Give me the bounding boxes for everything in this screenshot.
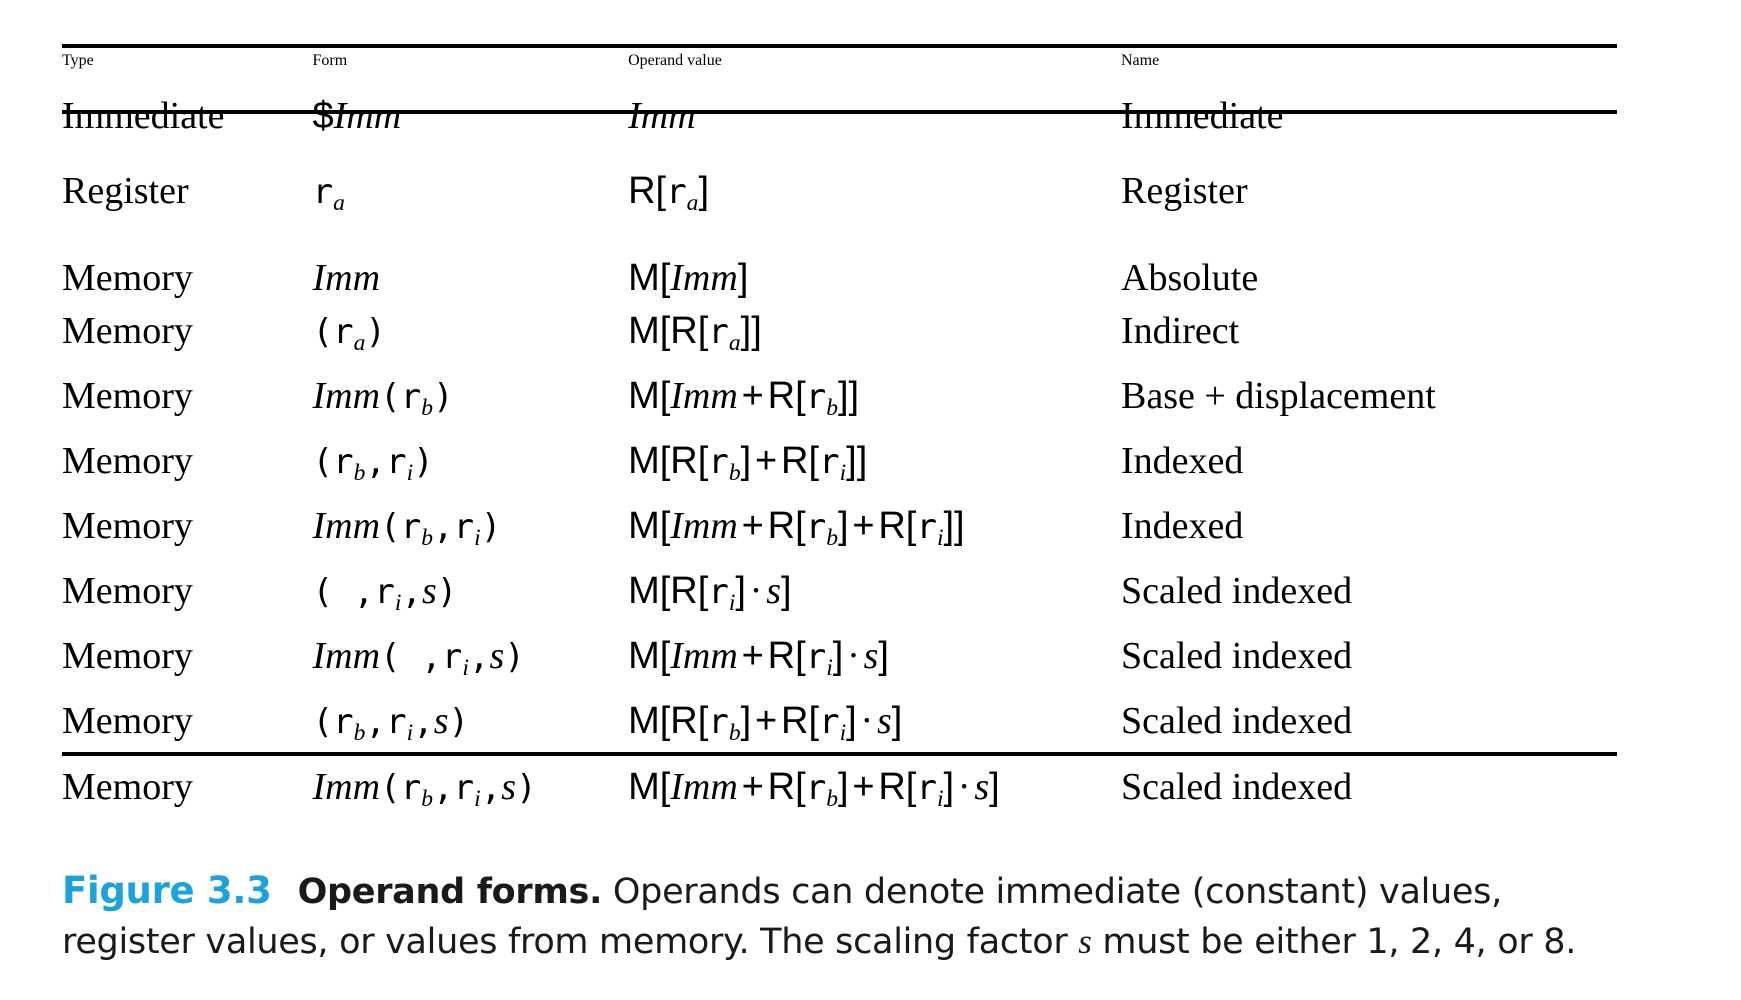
table-bottom-rule [62, 752, 1617, 756]
table-row: Memory (rb,ri,s) M[R[rb]+R[ri]·s] Scaled… [62, 695, 1622, 760]
cell-form: Imm [312, 257, 381, 300]
cell-type: Immediate [62, 95, 225, 137]
cell-name: Register [1121, 170, 1248, 212]
table-row: Memory Imm(rb,ri,s) M[Imm+R[rb]+R[ri]·s]… [62, 761, 1622, 826]
cell-form: Imm(rb,ri) [312, 505, 502, 552]
column-header-form: Form [312, 52, 348, 69]
cell-operand-value: M[Imm+R[rb]] [628, 375, 860, 422]
cell-name: Base + displacement [1121, 375, 1436, 418]
figure-caption-title: Operand forms. [297, 872, 603, 912]
cell-name: Indirect [1121, 310, 1240, 353]
table-row: Memory (rb,ri) M[R[rb]+R[ri]] Indexed [62, 435, 1622, 500]
cell-operand-value: R[ra] [628, 170, 709, 217]
table-row: Immediate $Imm Imm Immediate [62, 70, 1622, 165]
table-row: Register ra R[ra] Register [62, 165, 1622, 252]
cell-type: Memory [62, 257, 193, 300]
cell-name: Indexed [1121, 440, 1244, 483]
cell-operand-value: Imm [628, 95, 696, 137]
cell-form: ra [312, 172, 345, 217]
cell-type: Memory [62, 375, 193, 418]
cell-form: (rb,ri,s) [312, 700, 470, 747]
cell-type: Memory [62, 570, 193, 613]
cell-type: Register [62, 170, 189, 212]
figure-caption: Figure 3.3 Operand forms. Operands can de… [62, 866, 1622, 967]
cell-form: ( ,ri,s) [312, 570, 458, 617]
cell-operand-value: M[R[ri]·s] [628, 570, 792, 617]
cell-type: Memory [62, 635, 193, 678]
table-row: Memory ( ,ri,s) M[R[ri]·s] Scaled indexe… [62, 565, 1622, 630]
cell-name: Scaled indexed [1121, 570, 1353, 613]
cell-form: Imm(rb) [312, 375, 454, 422]
figure-caption-body-part1: Operands can denote immediate (constant)… [62, 872, 1502, 962]
cell-operand-value: M[Imm+R[rb]+R[ri]] [628, 505, 965, 552]
cell-operand-value: M[R[rb]+R[ri]·s] [628, 700, 903, 747]
cell-name: Immediate [1121, 95, 1284, 137]
table-top-rule [62, 44, 1617, 48]
column-header-name: Name [1121, 52, 1160, 69]
figure-number: Figure 3.3 [62, 869, 272, 912]
table-header-rule [62, 110, 1617, 114]
cell-type: Memory [62, 440, 193, 483]
column-header-operand-value: Operand value [628, 52, 722, 69]
cell-name: Indexed [1121, 505, 1244, 548]
cell-form: Imm( ,ri,s) [312, 635, 525, 682]
figure-caption-body-part2: must be either 1, 2, 4, or 8. [1102, 922, 1577, 962]
table-row: Memory (ra) M[R[ra]] Indirect [62, 305, 1622, 370]
operand-forms-table: Type Form Operand value Name Immediate $… [62, 52, 1622, 826]
cell-name: Scaled indexed [1121, 635, 1353, 678]
cell-form: Imm(rb,ri,s) [312, 765, 537, 812]
cell-type: Memory [62, 700, 193, 743]
table-row: Memory Imm( ,ri,s) M[Imm+R[ri]·s] Scaled… [62, 630, 1622, 695]
cell-operand-value: M[Imm+R[ri]·s] [628, 635, 889, 682]
table-row: Memory Imm(rb,ri) M[Imm+R[rb]+R[ri]] Ind… [62, 500, 1622, 565]
cell-type: Memory [62, 505, 193, 548]
cell-name: Scaled indexed [1121, 700, 1353, 743]
cell-operand-value: M[Imm] [628, 257, 749, 300]
cell-operand-value: M[Imm+R[rb]+R[ri]·s] [628, 765, 1000, 812]
column-header-type: Type [62, 52, 94, 69]
figure-caption-symbol: s [1078, 922, 1092, 961]
cell-form: (rb,ri) [312, 442, 434, 487]
cell-name: Absolute [1121, 257, 1259, 300]
table-header-row: Type Form Operand value Name [62, 52, 1622, 70]
cell-type: Memory [62, 765, 193, 808]
cell-form: (ra) [312, 312, 387, 357]
table-row: Memory Imm(rb) M[Imm+R[rb]] Base + displ… [62, 370, 1622, 435]
table-row: Memory Imm M[Imm] Absolute [62, 252, 1622, 305]
cell-operand-value: M[R[ra]] [628, 310, 762, 357]
cell-form: $Imm [312, 95, 402, 137]
cell-name: Scaled indexed [1121, 765, 1353, 808]
cell-operand-value: M[R[rb]+R[ri]] [628, 440, 868, 487]
cell-type: Memory [62, 310, 193, 353]
